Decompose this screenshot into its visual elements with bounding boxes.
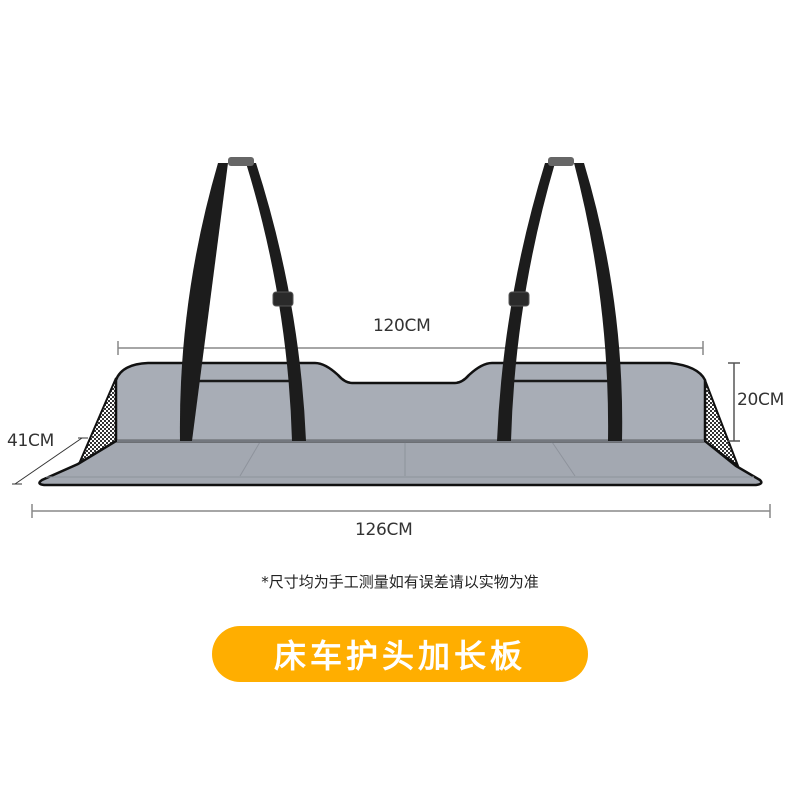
measurement-disclaimer: *尺寸均为手工测量如有误差请以实物为准 [261,573,539,591]
label-height: 20CM [737,390,784,410]
floor-board [38,439,763,487]
label-width-top: 120CM [373,316,431,336]
product-title: 床车护头加长板 [273,637,526,675]
right-strap-adjuster [508,291,530,307]
label-width-bottom: 126CM [355,520,413,540]
left-strap [179,157,306,441]
back-board [114,361,707,443]
right-strap [497,157,623,441]
left-strap-adjuster [272,291,294,307]
left-strap-buckle [228,157,254,166]
product-title-badge: 床车护头加长板 [212,626,588,682]
dimension-line-41cm [12,437,88,485]
dimension-line-126cm [31,504,771,518]
dimension-line-20cm [728,362,740,442]
right-strap-buckle [548,157,574,166]
label-depth: 41CM [7,431,54,451]
